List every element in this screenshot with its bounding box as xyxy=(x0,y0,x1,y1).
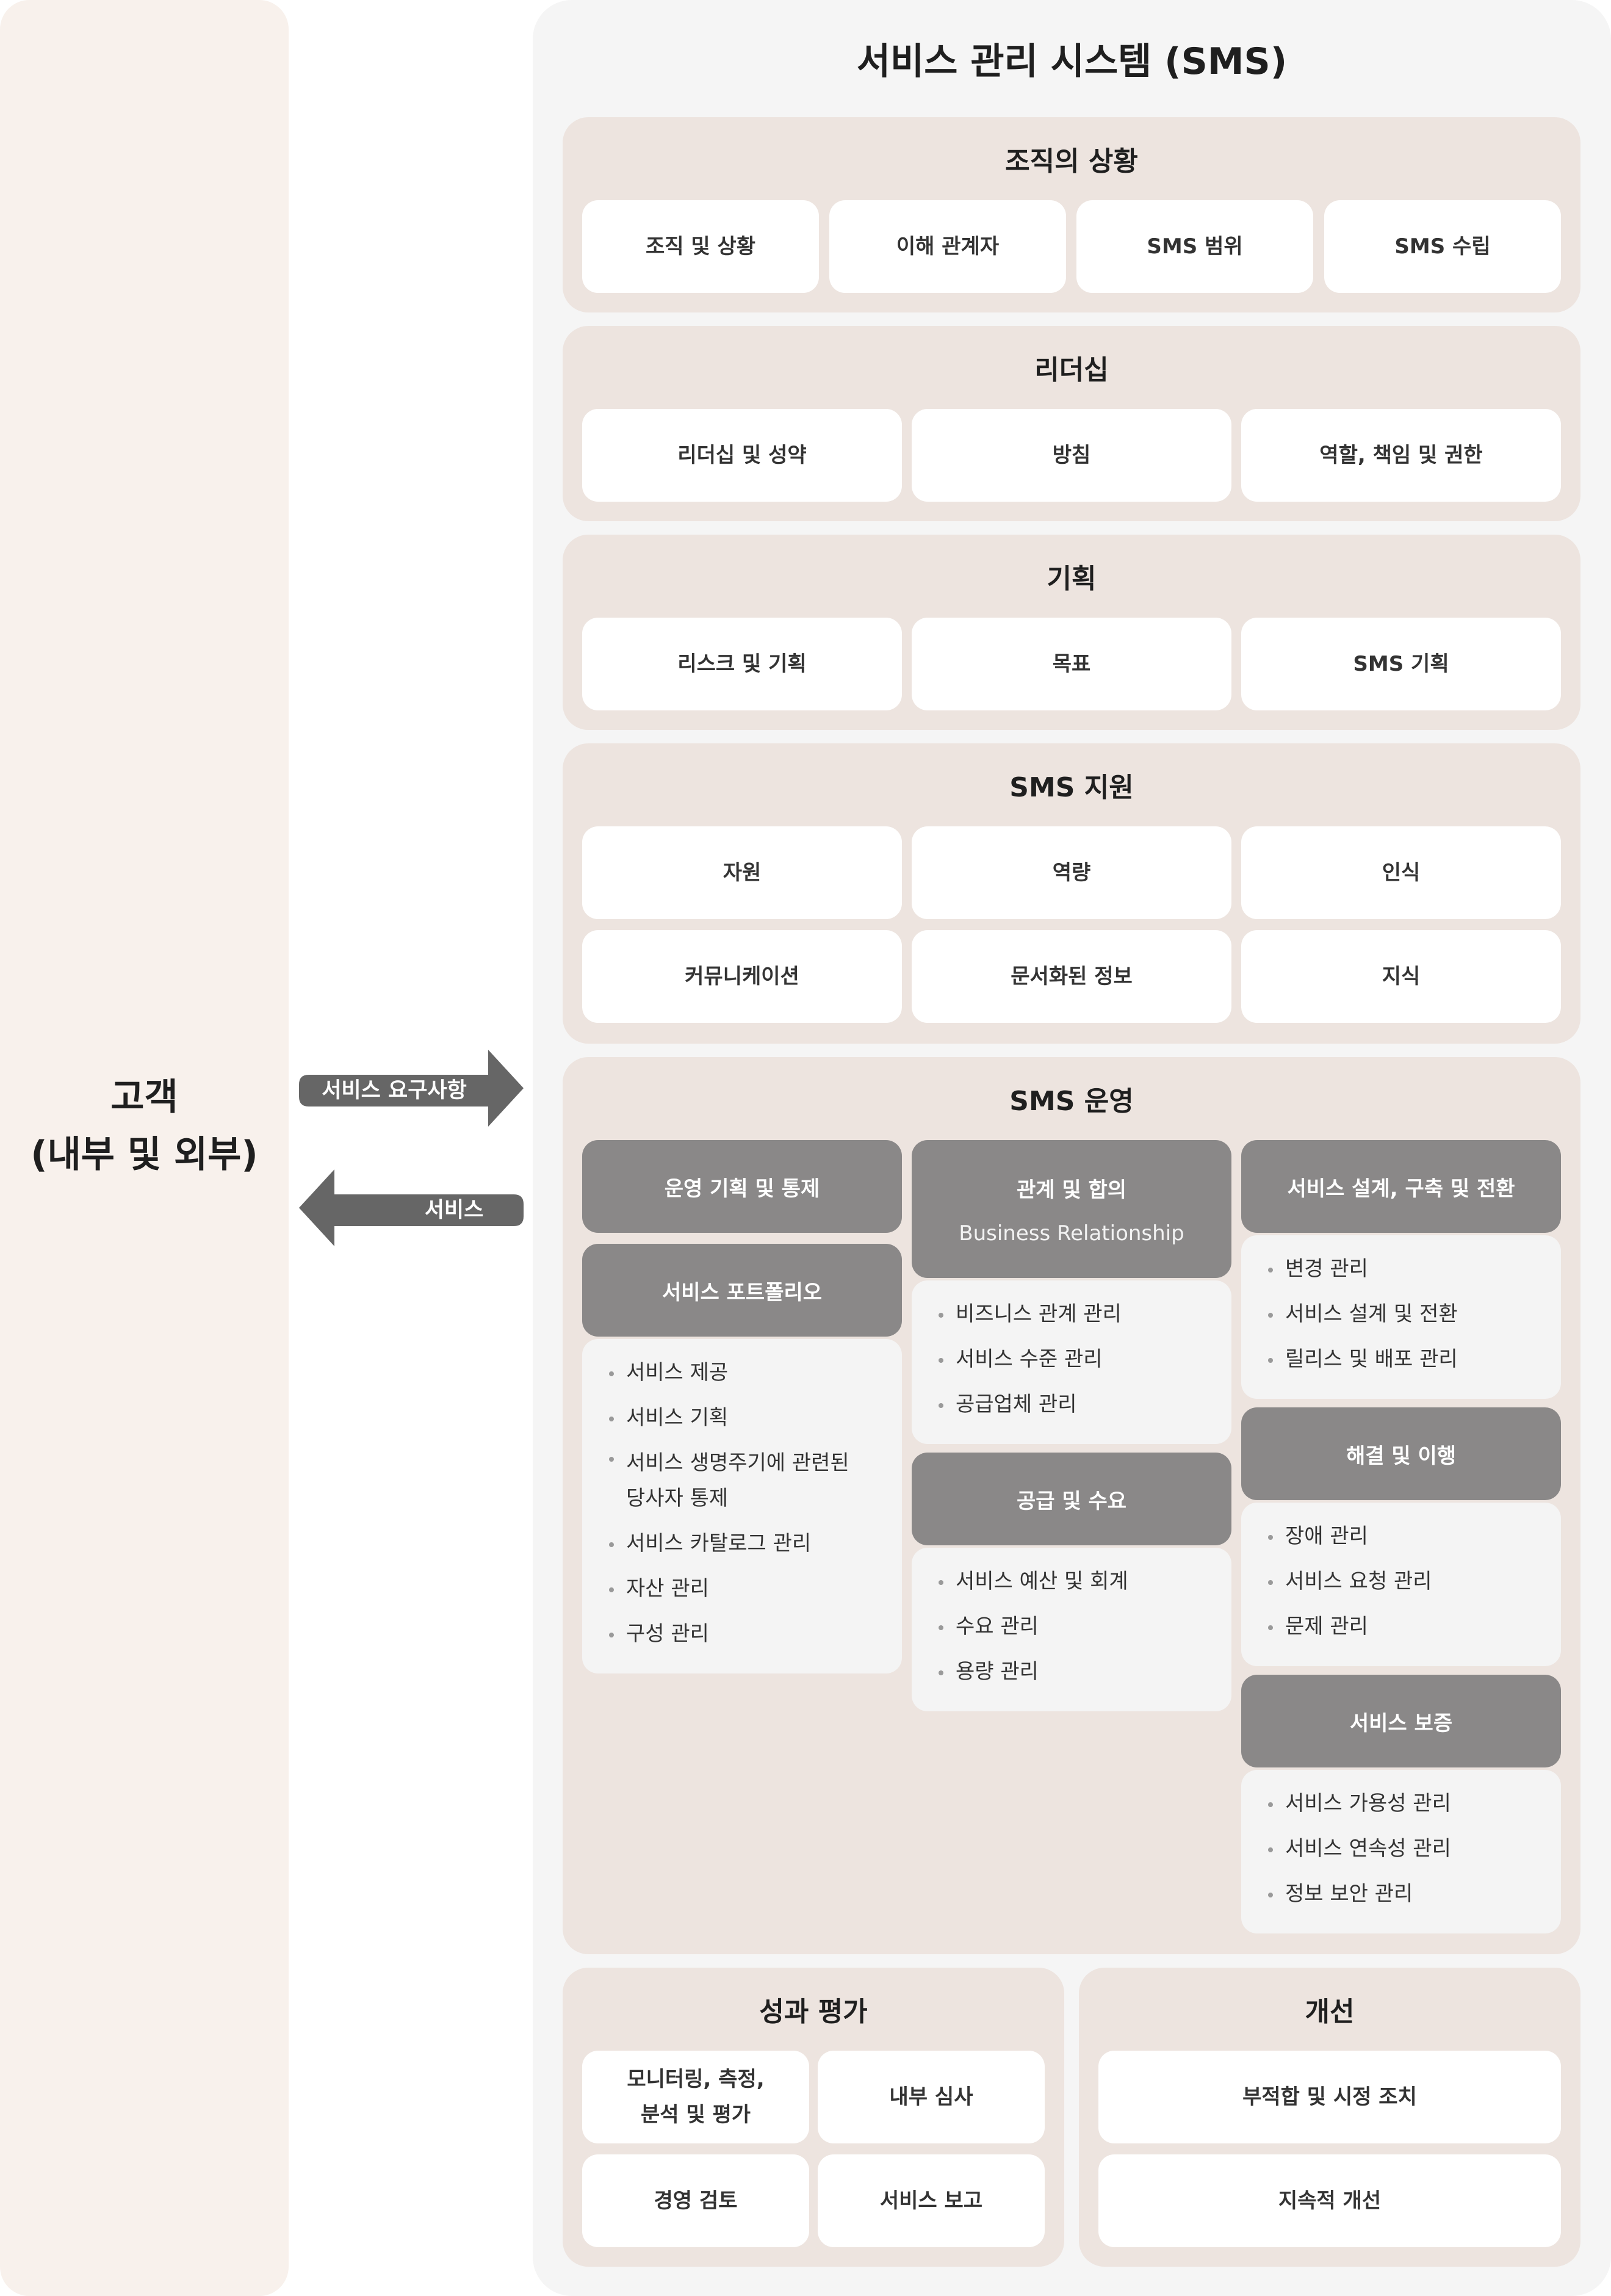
leadership-item-commitment: 리더십 및 성약 xyxy=(582,409,902,502)
planning-item-sms-planning: SMS 기획 xyxy=(1241,618,1561,710)
improvement-item-continual: 지속적 개선 xyxy=(1098,2154,1561,2247)
list-item: 서비스 생명주기에 관련된 당사자 통제 xyxy=(609,1440,871,1521)
leadership-item-policy: 방침 xyxy=(912,409,1231,502)
op-head-design-transition: 서비스 설계, 구축 및 전환 xyxy=(1241,1140,1561,1233)
sms-title: 서비스 관리 시스템 (SMS) xyxy=(856,40,1288,83)
op-head-relationship-label: 관계 및 합의 xyxy=(1016,1177,1127,1202)
op-head-assurance: 서비스 보증 xyxy=(1241,1675,1561,1767)
section-evaluation: 성과 평가 모니터링, 측정, 분석 및 평가 내부 심사 경영 검토 서비스 … xyxy=(563,1968,1064,2267)
planning-item-risk: 리스크 및 기획 xyxy=(582,618,902,710)
context-item-scope: SMS 범위 xyxy=(1076,200,1313,293)
list-item: 릴리스 및 배포 관리 xyxy=(1268,1337,1561,1382)
list-item: 서비스 수준 관리 xyxy=(939,1337,1231,1382)
list-item: 자산 관리 xyxy=(609,1566,902,1611)
op-head-operational-planning-label: 운영 기획 및 통제 xyxy=(664,1176,820,1201)
section-planning: 기획 리스크 및 기획 목표 SMS 기획 xyxy=(563,535,1580,730)
sms-panel: 서비스 관리 시스템 (SMS) 조직의 상황 조직 및 상황 이해 관계자 S… xyxy=(533,0,1611,2296)
op-head-supply-demand: 공급 및 수요 xyxy=(912,1453,1231,1545)
list-item: 변경 관리 xyxy=(1268,1246,1561,1291)
section-context-title: 조직의 상황 xyxy=(1005,146,1138,177)
arrow-right-icon xyxy=(299,1050,524,1127)
op-list-relationship: 비즈니스 관계 관리 서비스 수준 관리 공급업체 관리 xyxy=(912,1280,1231,1444)
section-support: SMS 지원 자원 역량 인식 커뮤니케이션 문서화된 정보 지식 xyxy=(563,743,1580,1044)
list-item: 서비스 가용성 관리 xyxy=(1268,1781,1561,1826)
service-requirements-arrow: 서비스 요구사항 xyxy=(299,1050,524,1127)
customer-panel: 고객 (내부 및 외부) xyxy=(0,0,289,2296)
op-head-resolution-label: 해결 및 이행 xyxy=(1346,1443,1457,1468)
section-planning-title: 기획 xyxy=(1047,563,1097,594)
list-item: 서비스 기획 xyxy=(609,1395,902,1440)
op-list-assurance: 서비스 가용성 관리 서비스 연속성 관리 정보 보안 관리 xyxy=(1241,1770,1561,1933)
list-item: 비즈니스 관계 관리 xyxy=(939,1291,1231,1337)
op-head-design-transition-label: 서비스 설계, 구축 및 전환 xyxy=(1287,1176,1515,1201)
planning-item-objectives: 목표 xyxy=(912,618,1231,710)
list-item: 서비스 요청 관리 xyxy=(1268,1559,1561,1604)
context-item-org: 조직 및 상황 xyxy=(582,200,819,293)
op-head-service-portfolio: 서비스 포트폴리오 xyxy=(582,1244,902,1337)
support-item-communication: 커뮤니케이션 xyxy=(582,930,902,1023)
list-item: 용량 관리 xyxy=(939,1649,1231,1694)
leadership-item-roles: 역할, 책임 및 권한 xyxy=(1241,409,1561,502)
support-item-competence: 역량 xyxy=(912,826,1231,919)
service-requirements-label: 서비스 요구사항 xyxy=(322,1078,467,1103)
service-label: 서비스 xyxy=(424,1197,484,1222)
list-item: 서비스 설계 및 전환 xyxy=(1268,1291,1561,1337)
list-item: 서비스 카탈로그 관리 xyxy=(609,1521,902,1566)
support-item-awareness: 인식 xyxy=(1241,826,1561,919)
op-list-resolution: 장애 관리 서비스 요청 관리 문제 관리 xyxy=(1241,1503,1561,1666)
customer-label-line1: 고객 xyxy=(110,1076,178,1119)
section-leadership-title: 리더십 xyxy=(1034,355,1109,386)
customer-label-line2: (내부 및 외부) xyxy=(31,1133,258,1176)
section-evaluation-title: 성과 평가 xyxy=(759,1996,868,2027)
list-item: 수요 관리 xyxy=(939,1604,1231,1649)
customer-label: 고객 (내부 및 외부) xyxy=(31,1069,258,1183)
list-item: 문제 관리 xyxy=(1268,1604,1561,1649)
op-head-operational-planning: 운영 기획 및 통제 xyxy=(582,1140,902,1233)
op-head-supply-demand-label: 공급 및 수요 xyxy=(1016,1489,1127,1514)
evaluation-item-internal-audit: 내부 심사 xyxy=(818,2051,1045,2143)
support-item-resources: 자원 xyxy=(582,826,902,919)
list-item: 구성 관리 xyxy=(609,1611,902,1656)
section-operation-title: SMS 운영 xyxy=(1009,1086,1134,1117)
evaluation-item-monitoring-line2: 분석 및 평가 xyxy=(640,2103,751,2127)
list-item: 서비스 예산 및 회계 xyxy=(939,1559,1231,1604)
evaluation-item-service-reporting: 서비스 보고 xyxy=(818,2154,1045,2247)
list-item: 서비스 연속성 관리 xyxy=(1268,1826,1561,1871)
improvement-item-corrective-action: 부적합 및 시정 조치 xyxy=(1098,2051,1561,2143)
list-item: 장애 관리 xyxy=(1268,1514,1561,1559)
context-item-stakeholders: 이해 관계자 xyxy=(829,200,1066,293)
context-item-establish: SMS 수립 xyxy=(1324,200,1561,293)
evaluation-item-monitoring-line1: 모니터링, 측정, xyxy=(627,2067,765,2092)
op-head-service-portfolio-label: 서비스 포트폴리오 xyxy=(661,1280,823,1305)
op-list-design-transition: 변경 관리 서비스 설계 및 전환 릴리스 및 배포 관리 xyxy=(1241,1235,1561,1399)
arrow-left-icon xyxy=(299,1169,524,1246)
op-head-resolution: 해결 및 이행 xyxy=(1241,1407,1561,1500)
section-improvement: 개선 부적합 및 시정 조치 지속적 개선 xyxy=(1079,1968,1580,2267)
section-leadership: 리더십 리더십 및 성약 방침 역할, 책임 및 권한 xyxy=(563,326,1580,521)
list-item: 정보 보안 관리 xyxy=(1268,1871,1561,1916)
op-head-relationship-sub: Business Relationship xyxy=(959,1221,1184,1246)
list-item: 서비스 제공 xyxy=(609,1350,902,1395)
evaluation-item-monitoring: 모니터링, 측정, 분석 및 평가 xyxy=(582,2051,809,2143)
list-item: 공급업체 관리 xyxy=(939,1382,1231,1427)
op-head-assurance-label: 서비스 보증 xyxy=(1349,1711,1453,1736)
op-list-supply-demand: 서비스 예산 및 회계 수요 관리 용량 관리 xyxy=(912,1548,1231,1711)
section-operation: SMS 운영 운영 기획 및 통제 서비스 포트폴리오 서비스 제공 서비스 기… xyxy=(563,1057,1580,1954)
evaluation-item-management-review: 경영 검토 xyxy=(582,2154,809,2247)
section-support-title: SMS 지원 xyxy=(1009,772,1134,803)
section-context: 조직의 상황 조직 및 상황 이해 관계자 SMS 범위 SMS 수립 xyxy=(563,117,1580,312)
support-item-knowledge: 지식 xyxy=(1241,930,1561,1023)
section-improvement-title: 개선 xyxy=(1305,1996,1355,2027)
op-head-relationship: 관계 및 합의 Business Relationship xyxy=(912,1140,1231,1278)
service-arrow: 서비스 xyxy=(299,1169,524,1246)
support-item-documented-info: 문서화된 정보 xyxy=(912,930,1231,1023)
op-list-service-portfolio: 서비스 제공 서비스 기획 서비스 생명주기에 관련된 당사자 통제 서비스 카… xyxy=(582,1339,902,1673)
